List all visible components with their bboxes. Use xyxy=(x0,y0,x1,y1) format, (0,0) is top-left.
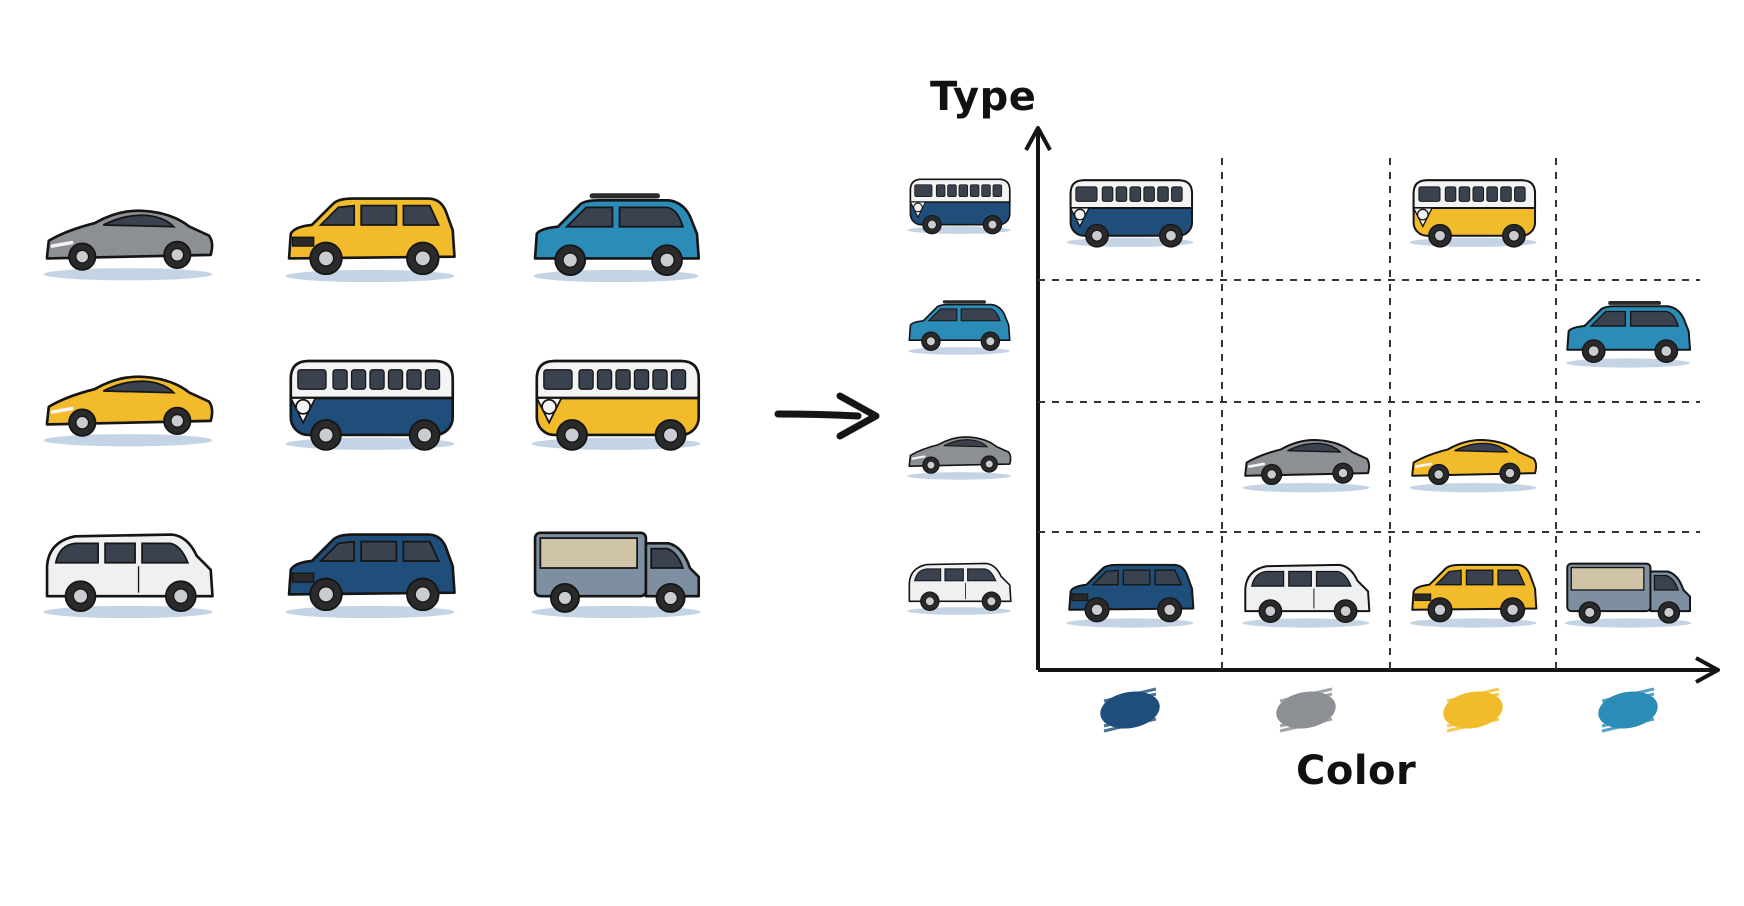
navy-suv-icon xyxy=(285,533,456,619)
yellow-bus-icon xyxy=(531,359,701,451)
yellow-color-swatch-icon xyxy=(1443,687,1503,733)
teal-hatchback-icon xyxy=(533,193,701,283)
navy-bus-cell-icon xyxy=(1066,179,1194,248)
slate-van-cell-icon xyxy=(1564,562,1692,628)
navy-bus-icon xyxy=(285,359,455,451)
yellow-suv-cell-icon xyxy=(1409,563,1538,628)
navy-bus-row-icon xyxy=(907,178,1011,235)
white-minivan-cell-icon xyxy=(1242,563,1371,628)
navy-suv-cell-icon xyxy=(1066,563,1195,628)
y-axis-arrowhead xyxy=(1024,126,1052,151)
white-minivan-row-icon xyxy=(907,562,1012,615)
slate-van-icon xyxy=(531,531,701,619)
color-swatches xyxy=(1100,687,1658,733)
x-axis-arrowhead xyxy=(1695,656,1720,684)
yellow-suv-icon xyxy=(285,197,456,283)
white-minivan-icon xyxy=(43,533,214,619)
sorted-grid xyxy=(1066,179,1692,628)
yellow-sports-icon xyxy=(43,375,214,447)
navy-color-swatch-icon xyxy=(1100,687,1160,733)
yellow-sports-cell-icon xyxy=(1409,439,1538,493)
chart-axes xyxy=(1024,126,1720,684)
transform-arrow xyxy=(774,392,880,440)
gray-color-swatch-icon xyxy=(1276,687,1336,733)
teal-color-swatch-icon xyxy=(1598,687,1658,733)
unsorted-collection xyxy=(43,193,701,619)
y-axis-label: Type xyxy=(930,74,1037,120)
grid-lines xyxy=(1038,158,1700,670)
teal-hatchback-cell-icon xyxy=(1565,300,1692,368)
yellow-bus-cell-icon xyxy=(1409,179,1537,248)
gray-sports-cell-icon xyxy=(1242,439,1371,493)
x-axis-label: Color xyxy=(1296,748,1417,794)
gray-sports-row-icon xyxy=(907,436,1012,480)
arrow-head xyxy=(836,392,880,440)
arrow-shaft xyxy=(774,410,862,420)
gray-sports-icon xyxy=(43,209,214,281)
row-representatives xyxy=(907,178,1012,615)
teal-hatchback-row-icon xyxy=(908,300,1011,355)
